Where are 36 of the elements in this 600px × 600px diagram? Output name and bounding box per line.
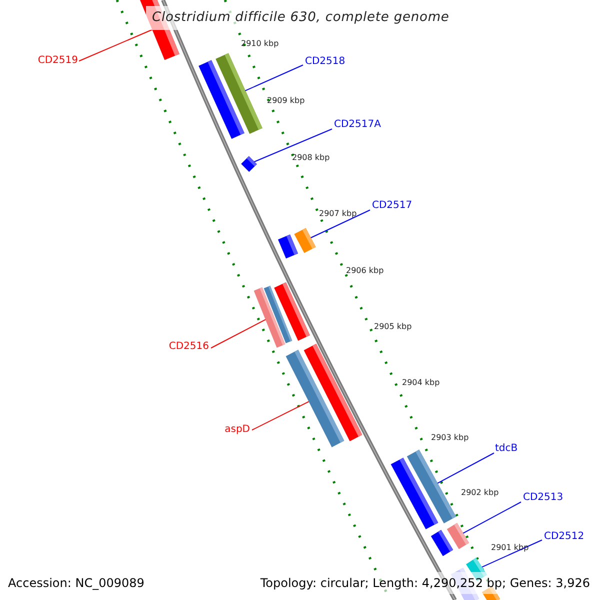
gene-label: CD2519	[38, 56, 78, 66]
position-label: 2910 kbp	[241, 40, 279, 48]
gene-label: CD2516	[168, 342, 209, 352]
position-label: 2909 kbp	[267, 97, 305, 105]
gene-label: CD2517	[372, 201, 412, 211]
leader-line	[482, 540, 542, 568]
leader-line	[462, 502, 522, 534]
gene-bar	[304, 344, 362, 442]
gene-bar	[241, 156, 257, 172]
gene-label: CD2517A	[334, 120, 381, 130]
leader-line	[78, 29, 153, 62]
position-label: 2904 kbp	[402, 379, 440, 387]
position-label: 2907 kbp	[319, 210, 357, 218]
gene-label: CD2513	[523, 493, 564, 503]
position-label: 2903 kbp	[431, 434, 469, 442]
leader-line	[254, 128, 332, 162]
gene-label: aspD	[224, 425, 250, 435]
position-label: 2902 kbp	[461, 489, 499, 497]
gene-label: CD2518	[305, 57, 346, 67]
leader-line	[252, 401, 310, 430]
position-label: 2906 kbp	[346, 267, 384, 275]
gene-bar	[294, 228, 316, 253]
gene-bar	[406, 450, 456, 524]
gene-bar	[274, 282, 310, 341]
gene-bar	[446, 522, 470, 550]
gene-bar	[278, 234, 298, 258]
gene-label: CD2512	[544, 532, 584, 542]
leader-line	[244, 64, 304, 92]
position-label: 2905 kbp	[374, 323, 412, 331]
gene-label: tdcB	[495, 444, 518, 454]
leader-line	[310, 210, 370, 238]
leader-line	[437, 452, 494, 484]
position-label: 2908 kbp	[292, 154, 330, 162]
gene-bar	[216, 53, 262, 134]
gene-bar	[430, 530, 454, 556]
leader-line	[210, 319, 266, 348]
